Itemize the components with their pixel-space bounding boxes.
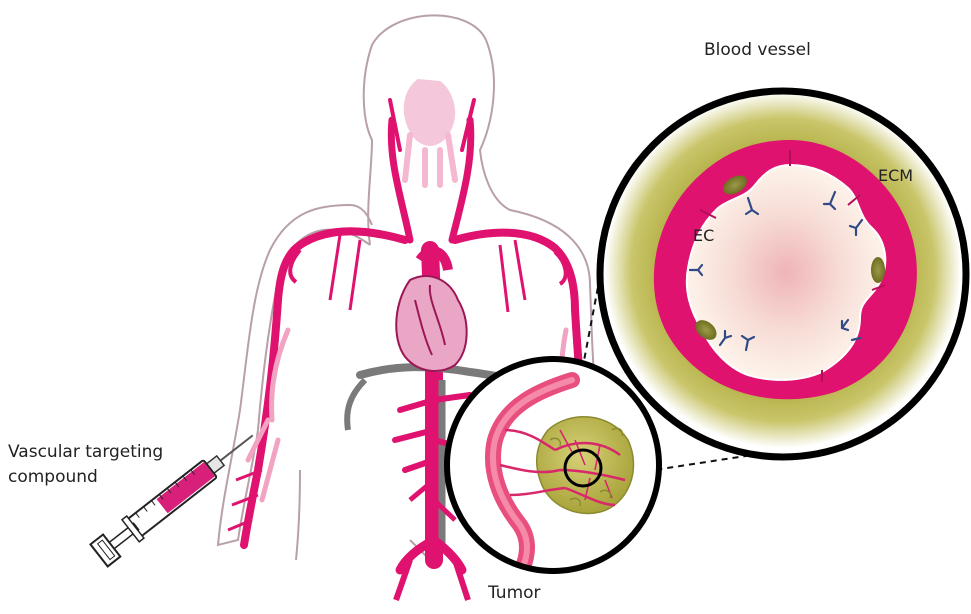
ecm-label: ECM	[878, 165, 913, 187]
ec-label: EC	[693, 225, 714, 247]
tumor-label: Tumor	[488, 582, 541, 604]
compound-label-line2: compound	[8, 465, 198, 490]
compound-label-line1: Vascular targeting	[8, 440, 198, 465]
blood-vessel-inset	[600, 91, 966, 457]
tumor-inset	[447, 359, 659, 571]
blood-vessel-label: Blood vessel	[704, 39, 811, 61]
compound-label: Vascular targeting compound	[8, 440, 198, 490]
ec-nucleus-2	[871, 257, 885, 283]
